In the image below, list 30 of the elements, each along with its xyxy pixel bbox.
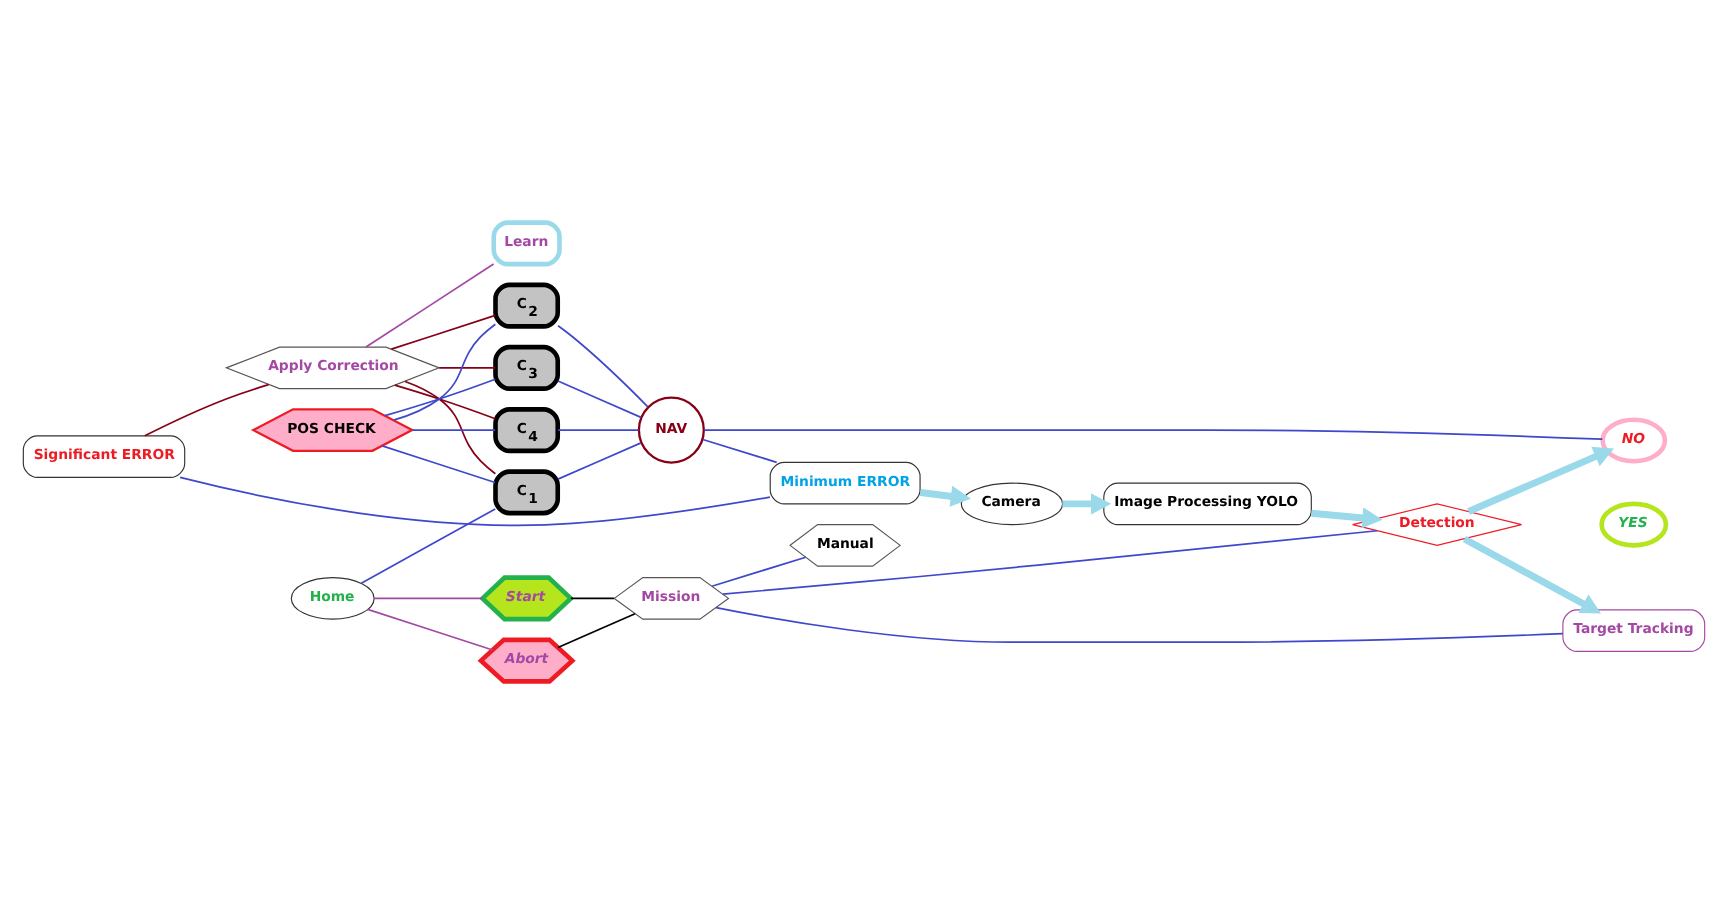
connector [143, 383, 270, 437]
connector [715, 606, 1564, 644]
connector [721, 529, 1379, 595]
connector [557, 324, 649, 408]
connector [393, 384, 497, 420]
connector [392, 323, 497, 422]
connector [438, 367, 497, 369]
connector [557, 612, 636, 649]
arrow [1311, 507, 1383, 529]
connector [366, 608, 494, 651]
arrow [919, 485, 971, 507]
connector [381, 444, 496, 484]
connector [711, 556, 807, 588]
connector [557, 442, 642, 480]
connector [390, 314, 497, 351]
connector [701, 438, 778, 464]
connector [373, 597, 484, 600]
arrow [1062, 493, 1112, 515]
connector [384, 378, 497, 417]
connector [360, 508, 497, 585]
connector [411, 429, 496, 431]
connector [179, 476, 771, 527]
connector [557, 380, 642, 419]
arrow [1462, 535, 1602, 614]
connector [570, 597, 615, 600]
connector [703, 429, 1604, 441]
connector [365, 263, 495, 348]
connector [557, 429, 640, 431]
arrow [1467, 446, 1614, 515]
connector [404, 380, 497, 475]
